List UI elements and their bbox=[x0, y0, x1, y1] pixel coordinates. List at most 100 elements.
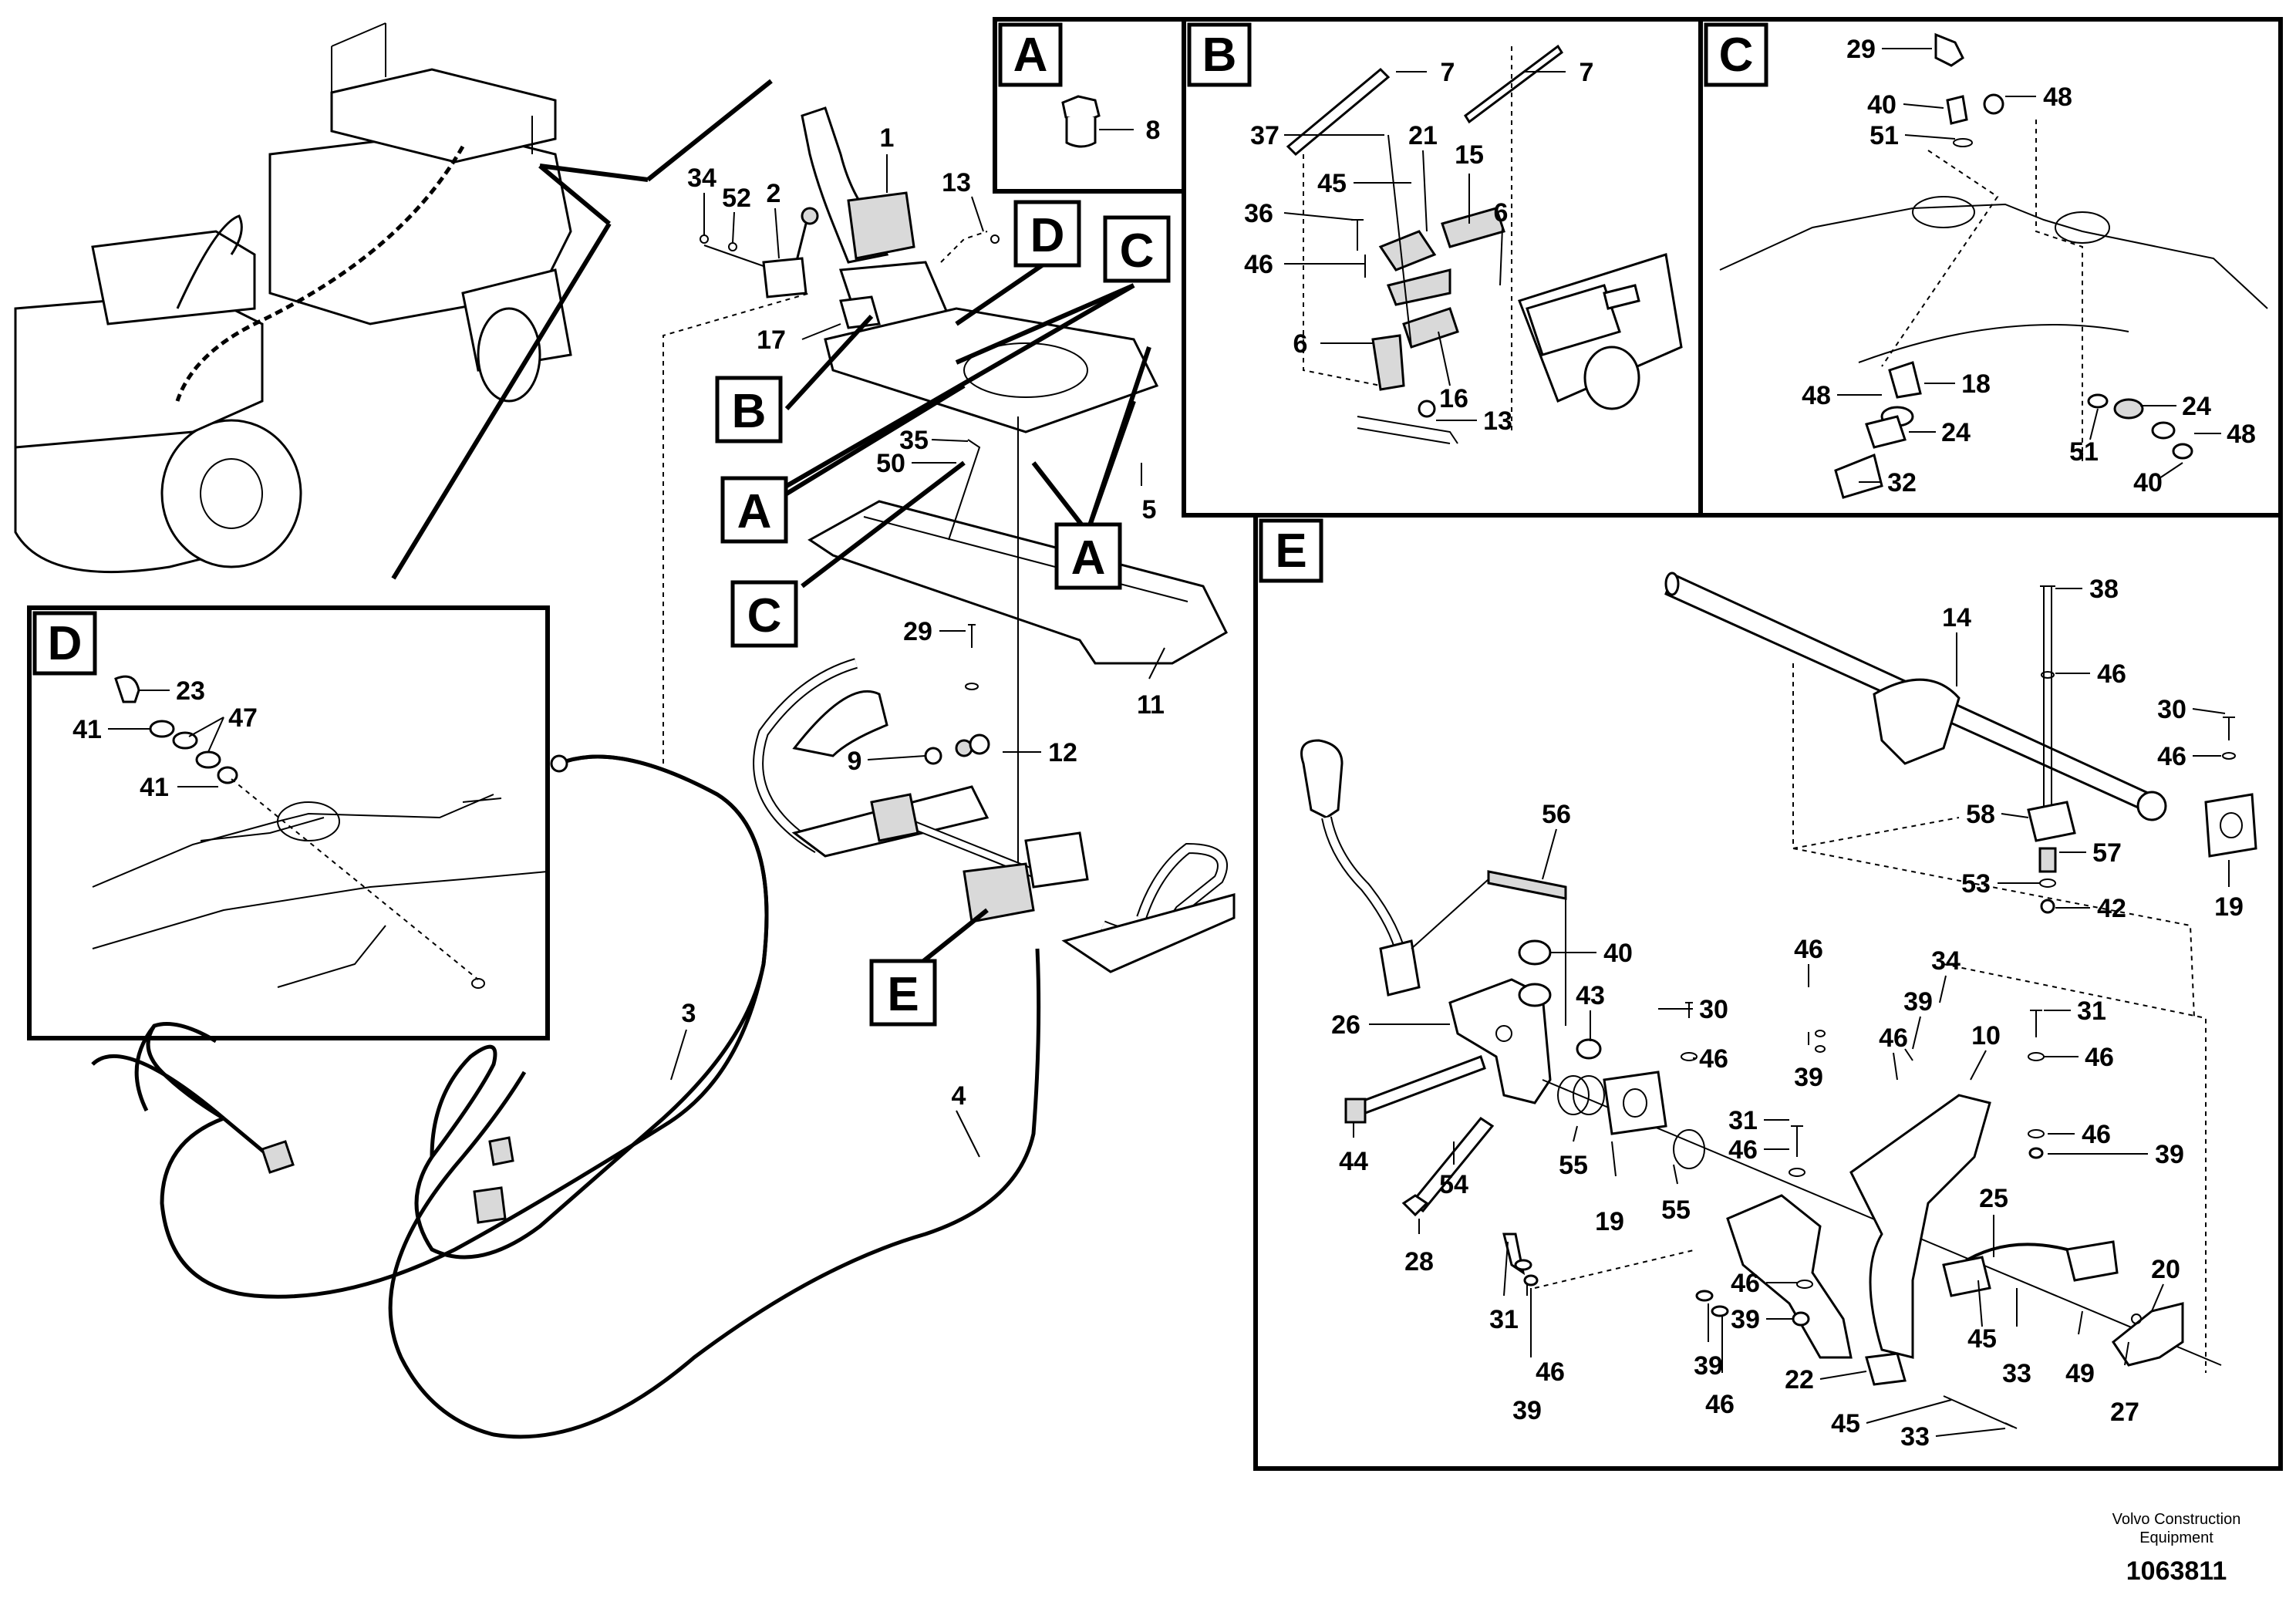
svg-text:13: 13 bbox=[1483, 406, 1512, 436]
footer-company-line-2: Equipment bbox=[2139, 1529, 2213, 1546]
svg-text:39: 39 bbox=[1512, 1396, 1542, 1425]
svg-text:40: 40 bbox=[1603, 939, 1633, 968]
svg-text:36: 36 bbox=[1244, 199, 1273, 228]
svg-text:27: 27 bbox=[2110, 1398, 2139, 1427]
panel-D: D 23 41 47 41 bbox=[27, 605, 550, 1040]
svg-text:39: 39 bbox=[1731, 1305, 1760, 1334]
panel-B: B 7 7 37 21 15 45 36 bbox=[1182, 17, 1703, 518]
footer-reference-number: 1063811 bbox=[2126, 1556, 2227, 1586]
svg-text:24: 24 bbox=[1941, 418, 1971, 447]
svg-text:46: 46 bbox=[1879, 1023, 1908, 1053]
footer: Volvo Construction Equipment 1063811 bbox=[2112, 1511, 2241, 1586]
svg-text:14: 14 bbox=[1942, 603, 1971, 632]
callout: 34 bbox=[687, 164, 716, 193]
svg-text:30: 30 bbox=[1699, 995, 1728, 1024]
svg-text:33: 33 bbox=[2002, 1359, 2031, 1388]
svg-text:48: 48 bbox=[2227, 420, 2256, 449]
svg-text:46: 46 bbox=[2082, 1120, 2111, 1149]
svg-text:48: 48 bbox=[1802, 381, 1831, 410]
panel-A: A 8 bbox=[993, 17, 1186, 194]
svg-text:A: A bbox=[1013, 29, 1048, 82]
svg-text:49: 49 bbox=[2065, 1359, 2095, 1388]
label-B: B bbox=[732, 385, 767, 438]
callout: 1 bbox=[880, 123, 895, 153]
svg-text:46: 46 bbox=[1731, 1269, 1760, 1298]
main-assembly bbox=[91, 106, 1236, 1439]
svg-text:39: 39 bbox=[1794, 1063, 1823, 1092]
label-A-1: A bbox=[737, 485, 772, 538]
svg-text:43: 43 bbox=[1576, 981, 1605, 1010]
svg-text:16: 16 bbox=[1439, 384, 1468, 413]
callout: 35 bbox=[899, 426, 929, 455]
svg-text:41: 41 bbox=[140, 773, 169, 802]
svg-text:29: 29 bbox=[1846, 35, 1876, 64]
svg-text:45: 45 bbox=[1831, 1409, 1860, 1438]
svg-text:8: 8 bbox=[1146, 116, 1161, 145]
svg-text:46: 46 bbox=[2085, 1043, 2114, 1072]
svg-text:55: 55 bbox=[1661, 1195, 1691, 1225]
svg-text:34: 34 bbox=[1931, 946, 1961, 976]
svg-text:28: 28 bbox=[1404, 1247, 1434, 1276]
svg-text:33: 33 bbox=[1900, 1422, 1930, 1452]
callout: 17 bbox=[757, 325, 786, 355]
svg-text:6: 6 bbox=[1494, 198, 1509, 228]
callout: 9 bbox=[848, 747, 862, 776]
callout: 29 bbox=[903, 617, 932, 646]
svg-text:46: 46 bbox=[1705, 1390, 1735, 1419]
svg-text:25: 25 bbox=[1979, 1184, 2008, 1213]
svg-text:C: C bbox=[1719, 29, 1754, 82]
svg-text:47: 47 bbox=[228, 703, 258, 733]
svg-text:E: E bbox=[1275, 524, 1306, 578]
svg-text:41: 41 bbox=[72, 715, 102, 744]
svg-text:53: 53 bbox=[1961, 869, 1991, 899]
label-A-2: A bbox=[1071, 531, 1106, 585]
machine-overview bbox=[14, 22, 773, 580]
callout: 12 bbox=[1048, 738, 1077, 767]
label-C: C bbox=[1120, 224, 1155, 278]
svg-text:46: 46 bbox=[2097, 659, 2126, 689]
svg-text:46: 46 bbox=[1244, 250, 1273, 279]
svg-text:46: 46 bbox=[2157, 742, 2186, 771]
svg-text:31: 31 bbox=[1728, 1106, 1758, 1135]
svg-text:46: 46 bbox=[1699, 1044, 1728, 1074]
svg-text:B: B bbox=[1202, 29, 1237, 82]
svg-text:51: 51 bbox=[1870, 121, 1899, 150]
callout: 4 bbox=[952, 1081, 966, 1111]
panel-C: C 29 48 40 51 18 48 24 24 bbox=[1698, 17, 2283, 518]
callout: 13 bbox=[942, 168, 971, 197]
svg-text:42: 42 bbox=[2097, 894, 2126, 923]
svg-text:20: 20 bbox=[2151, 1255, 2180, 1284]
svg-text:24: 24 bbox=[2182, 392, 2211, 421]
svg-text:26: 26 bbox=[1331, 1010, 1360, 1040]
callout: 50 bbox=[876, 449, 905, 478]
svg-text:54: 54 bbox=[1439, 1170, 1468, 1199]
main-callouts: 1 13 34 52 2 17 35 50 5 29 9 12 11 3 4 bbox=[670, 123, 1165, 1158]
callout: 2 bbox=[767, 179, 781, 208]
svg-text:19: 19 bbox=[1595, 1207, 1624, 1236]
label-E: E bbox=[887, 968, 919, 1021]
svg-text:46: 46 bbox=[1728, 1135, 1758, 1165]
svg-text:39: 39 bbox=[1694, 1351, 1723, 1381]
svg-text:48: 48 bbox=[2043, 83, 2072, 112]
svg-text:6: 6 bbox=[1293, 329, 1308, 359]
svg-text:58: 58 bbox=[1966, 800, 1995, 829]
svg-text:45: 45 bbox=[1317, 169, 1347, 198]
svg-text:55: 55 bbox=[1559, 1151, 1588, 1180]
svg-text:10: 10 bbox=[1971, 1021, 2001, 1050]
svg-text:46: 46 bbox=[1794, 935, 1823, 964]
svg-text:32: 32 bbox=[1887, 468, 1917, 497]
svg-text:15: 15 bbox=[1455, 140, 1484, 170]
svg-text:7: 7 bbox=[1441, 58, 1455, 87]
footer-company-line-1: Volvo Construction bbox=[2112, 1511, 2241, 1528]
svg-text:38: 38 bbox=[2089, 575, 2119, 604]
svg-text:21: 21 bbox=[1408, 121, 1438, 150]
svg-text:40: 40 bbox=[2133, 468, 2163, 497]
svg-text:7: 7 bbox=[1580, 58, 1594, 87]
svg-text:31: 31 bbox=[1489, 1305, 1519, 1334]
callout: 11 bbox=[1137, 690, 1165, 720]
svg-text:19: 19 bbox=[2214, 892, 2244, 922]
label-C-2: C bbox=[747, 589, 782, 642]
callout: 3 bbox=[682, 999, 696, 1028]
svg-text:46: 46 bbox=[1536, 1357, 1565, 1387]
callout: 5 bbox=[1142, 495, 1157, 524]
